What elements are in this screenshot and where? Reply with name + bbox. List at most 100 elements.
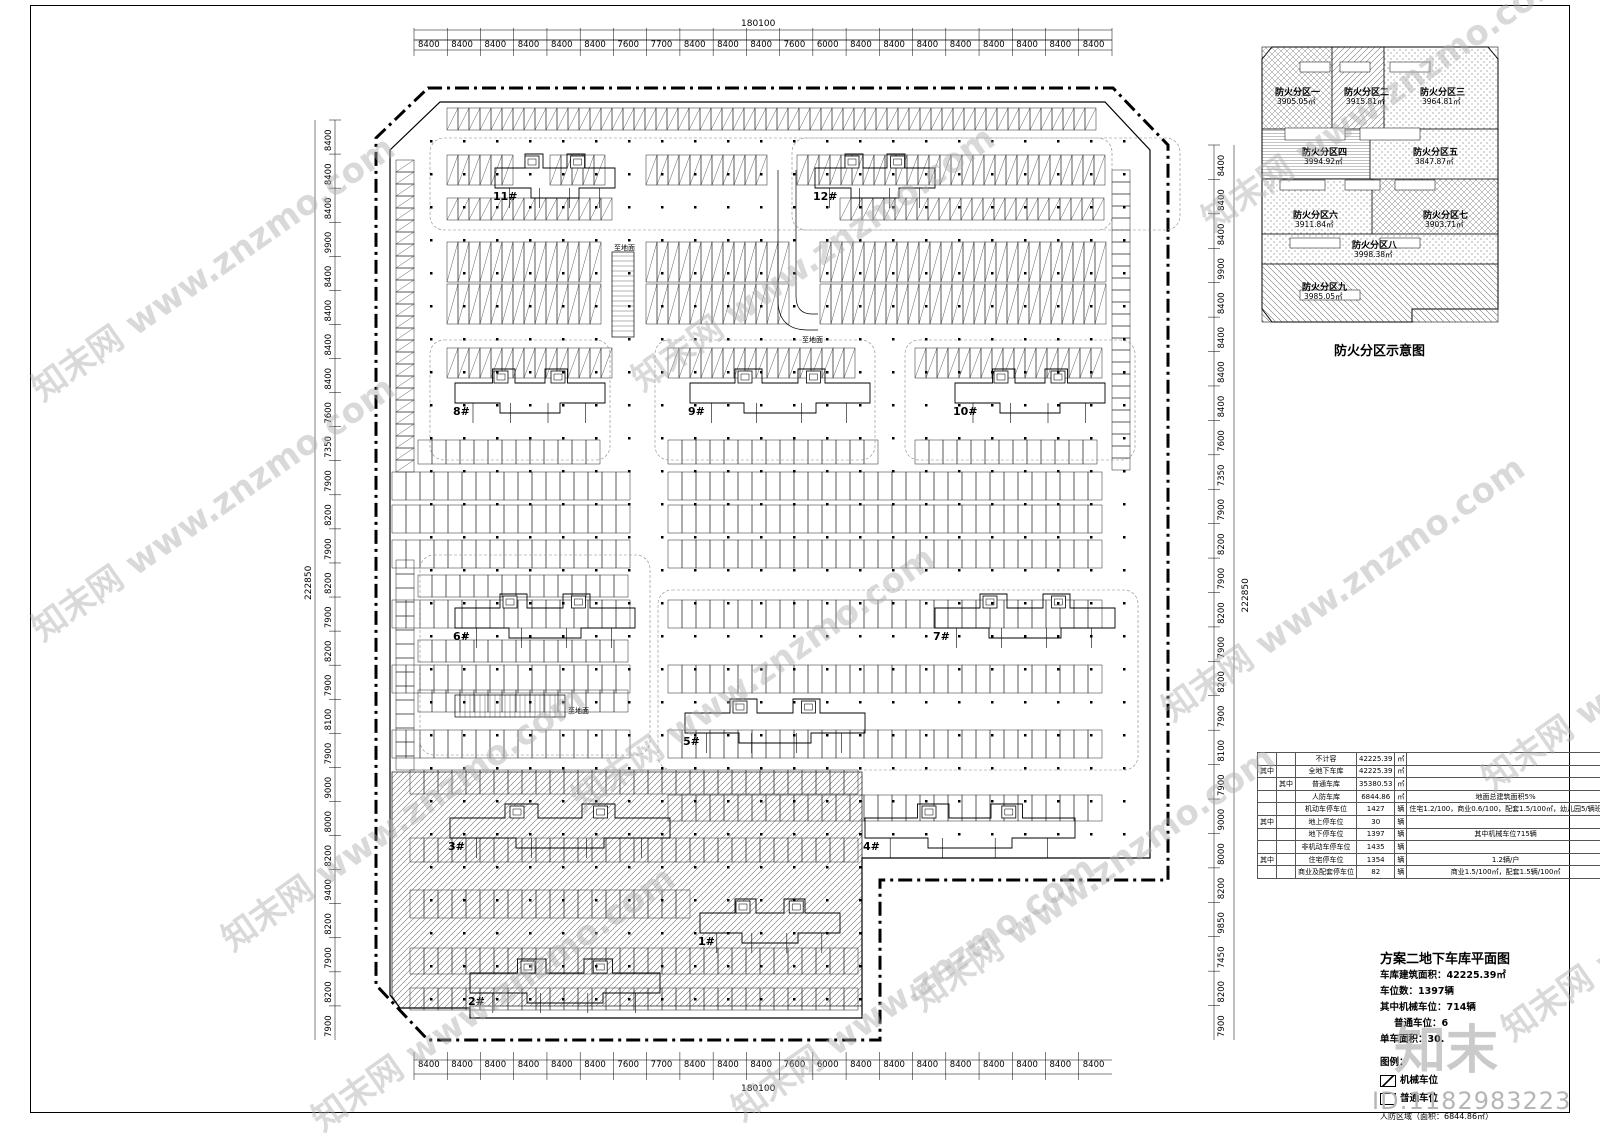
parking-stall — [1046, 795, 1060, 821]
column-dot — [661, 536, 664, 539]
dim-bottom-label: 8400 — [484, 1060, 506, 1070]
mech-stall-mark — [1038, 198, 1049, 220]
mech-stall-mark — [712, 284, 723, 324]
dim-top-label: 7600 — [617, 40, 639, 50]
parking-stall — [836, 440, 850, 464]
parking-stall — [586, 640, 600, 662]
column-dot — [826, 338, 829, 341]
dim-top-label: 8400 — [1016, 40, 1038, 50]
column-dot — [958, 206, 961, 209]
mech-stall-mark — [712, 242, 723, 282]
plan-title: 方案二地下车库平面图 — [1380, 948, 1510, 967]
stats-cell: 辆 — [1395, 828, 1407, 841]
column-dot — [661, 767, 664, 770]
mech-stall-mark — [657, 242, 668, 282]
mech-stall-mark — [557, 198, 568, 220]
column-dot — [595, 404, 598, 407]
column-dot — [661, 734, 664, 737]
parking-stall — [446, 690, 460, 712]
column-dot — [1024, 140, 1027, 143]
column-dot — [430, 899, 433, 902]
parking-stall — [822, 600, 836, 628]
column-dot — [1123, 701, 1126, 704]
parking-stall — [392, 665, 406, 693]
column-dot — [793, 239, 796, 242]
column-dot — [562, 437, 565, 440]
column-dot — [661, 173, 664, 176]
parking-stall — [1112, 302, 1130, 314]
parking-stall — [1112, 206, 1130, 218]
column-dot — [496, 569, 499, 572]
column-dot — [793, 602, 796, 605]
column-dot — [958, 173, 961, 176]
column-dot — [562, 371, 565, 374]
parking-stall — [516, 640, 530, 662]
column-dot — [991, 635, 994, 638]
column-dot — [826, 173, 829, 176]
mech-stall-mark — [756, 242, 767, 282]
parking-stall — [752, 730, 766, 758]
parking-stall — [1112, 290, 1130, 302]
parking-stall — [724, 730, 738, 758]
dim-top-label: 8400 — [1050, 40, 1072, 50]
column-dot — [1123, 371, 1126, 374]
column-dot — [958, 635, 961, 638]
parking-stall — [518, 540, 532, 568]
column-dot — [529, 404, 532, 407]
mech-stall-mark — [657, 284, 668, 324]
stats-cell — [1258, 803, 1277, 816]
mech-stall-mark — [396, 412, 414, 424]
column-dot — [925, 338, 928, 341]
parking-stall — [780, 440, 794, 464]
column-dot — [694, 503, 697, 506]
column-dot — [859, 338, 862, 341]
dim-left-label: 7900 — [324, 947, 334, 969]
stats-cell: 人防车库 — [1296, 790, 1357, 803]
column-dot — [727, 734, 730, 737]
column-dot — [628, 206, 631, 209]
mech-stall-mark — [886, 284, 897, 324]
parking-stall — [850, 440, 864, 464]
mech-stall-mark — [930, 284, 941, 324]
fire-zone-area: 3903.71㎡ — [1425, 220, 1464, 229]
column-dot — [727, 239, 730, 242]
column-dot — [628, 602, 631, 605]
stats-cell: 1397 — [1357, 828, 1395, 841]
column-dot — [892, 371, 895, 374]
mech-stall-mark — [1050, 155, 1061, 185]
parking-stall — [616, 665, 630, 693]
column-dot — [562, 734, 565, 737]
mech-stall-mark — [1062, 242, 1073, 282]
dim-left-label: 7900 — [324, 538, 334, 560]
parking-stall — [948, 472, 962, 500]
parking-stall — [878, 600, 892, 628]
column-dot — [793, 371, 796, 374]
mech-stall-mark — [854, 108, 865, 130]
parking-stall — [446, 640, 460, 662]
column-dot — [595, 833, 598, 836]
parking-stall — [682, 440, 696, 464]
mech-stall-mark — [995, 155, 1006, 185]
column-dot — [925, 668, 928, 671]
column-dot — [727, 338, 730, 341]
ramp — [612, 252, 634, 337]
parking-stall — [434, 472, 448, 500]
mech-stall-mark — [1018, 284, 1029, 324]
column-dot — [925, 800, 928, 803]
column-dot — [892, 569, 895, 572]
column-dot — [859, 305, 862, 308]
column-dot — [892, 602, 895, 605]
column-dot — [529, 338, 532, 341]
mech-stall-mark — [797, 155, 808, 185]
parking-stall — [864, 440, 878, 464]
column-dot — [892, 635, 895, 638]
column-dot — [1123, 503, 1126, 506]
parking-stall — [780, 730, 794, 758]
parking-stall — [1074, 795, 1088, 821]
column-dot — [562, 338, 565, 341]
mech-stall-mark — [396, 256, 414, 268]
mech-stall-mark — [919, 242, 930, 282]
column-dot — [760, 602, 763, 605]
stats-cell: 地上停车位 — [1296, 815, 1357, 828]
mech-stall-mark — [1094, 155, 1105, 185]
